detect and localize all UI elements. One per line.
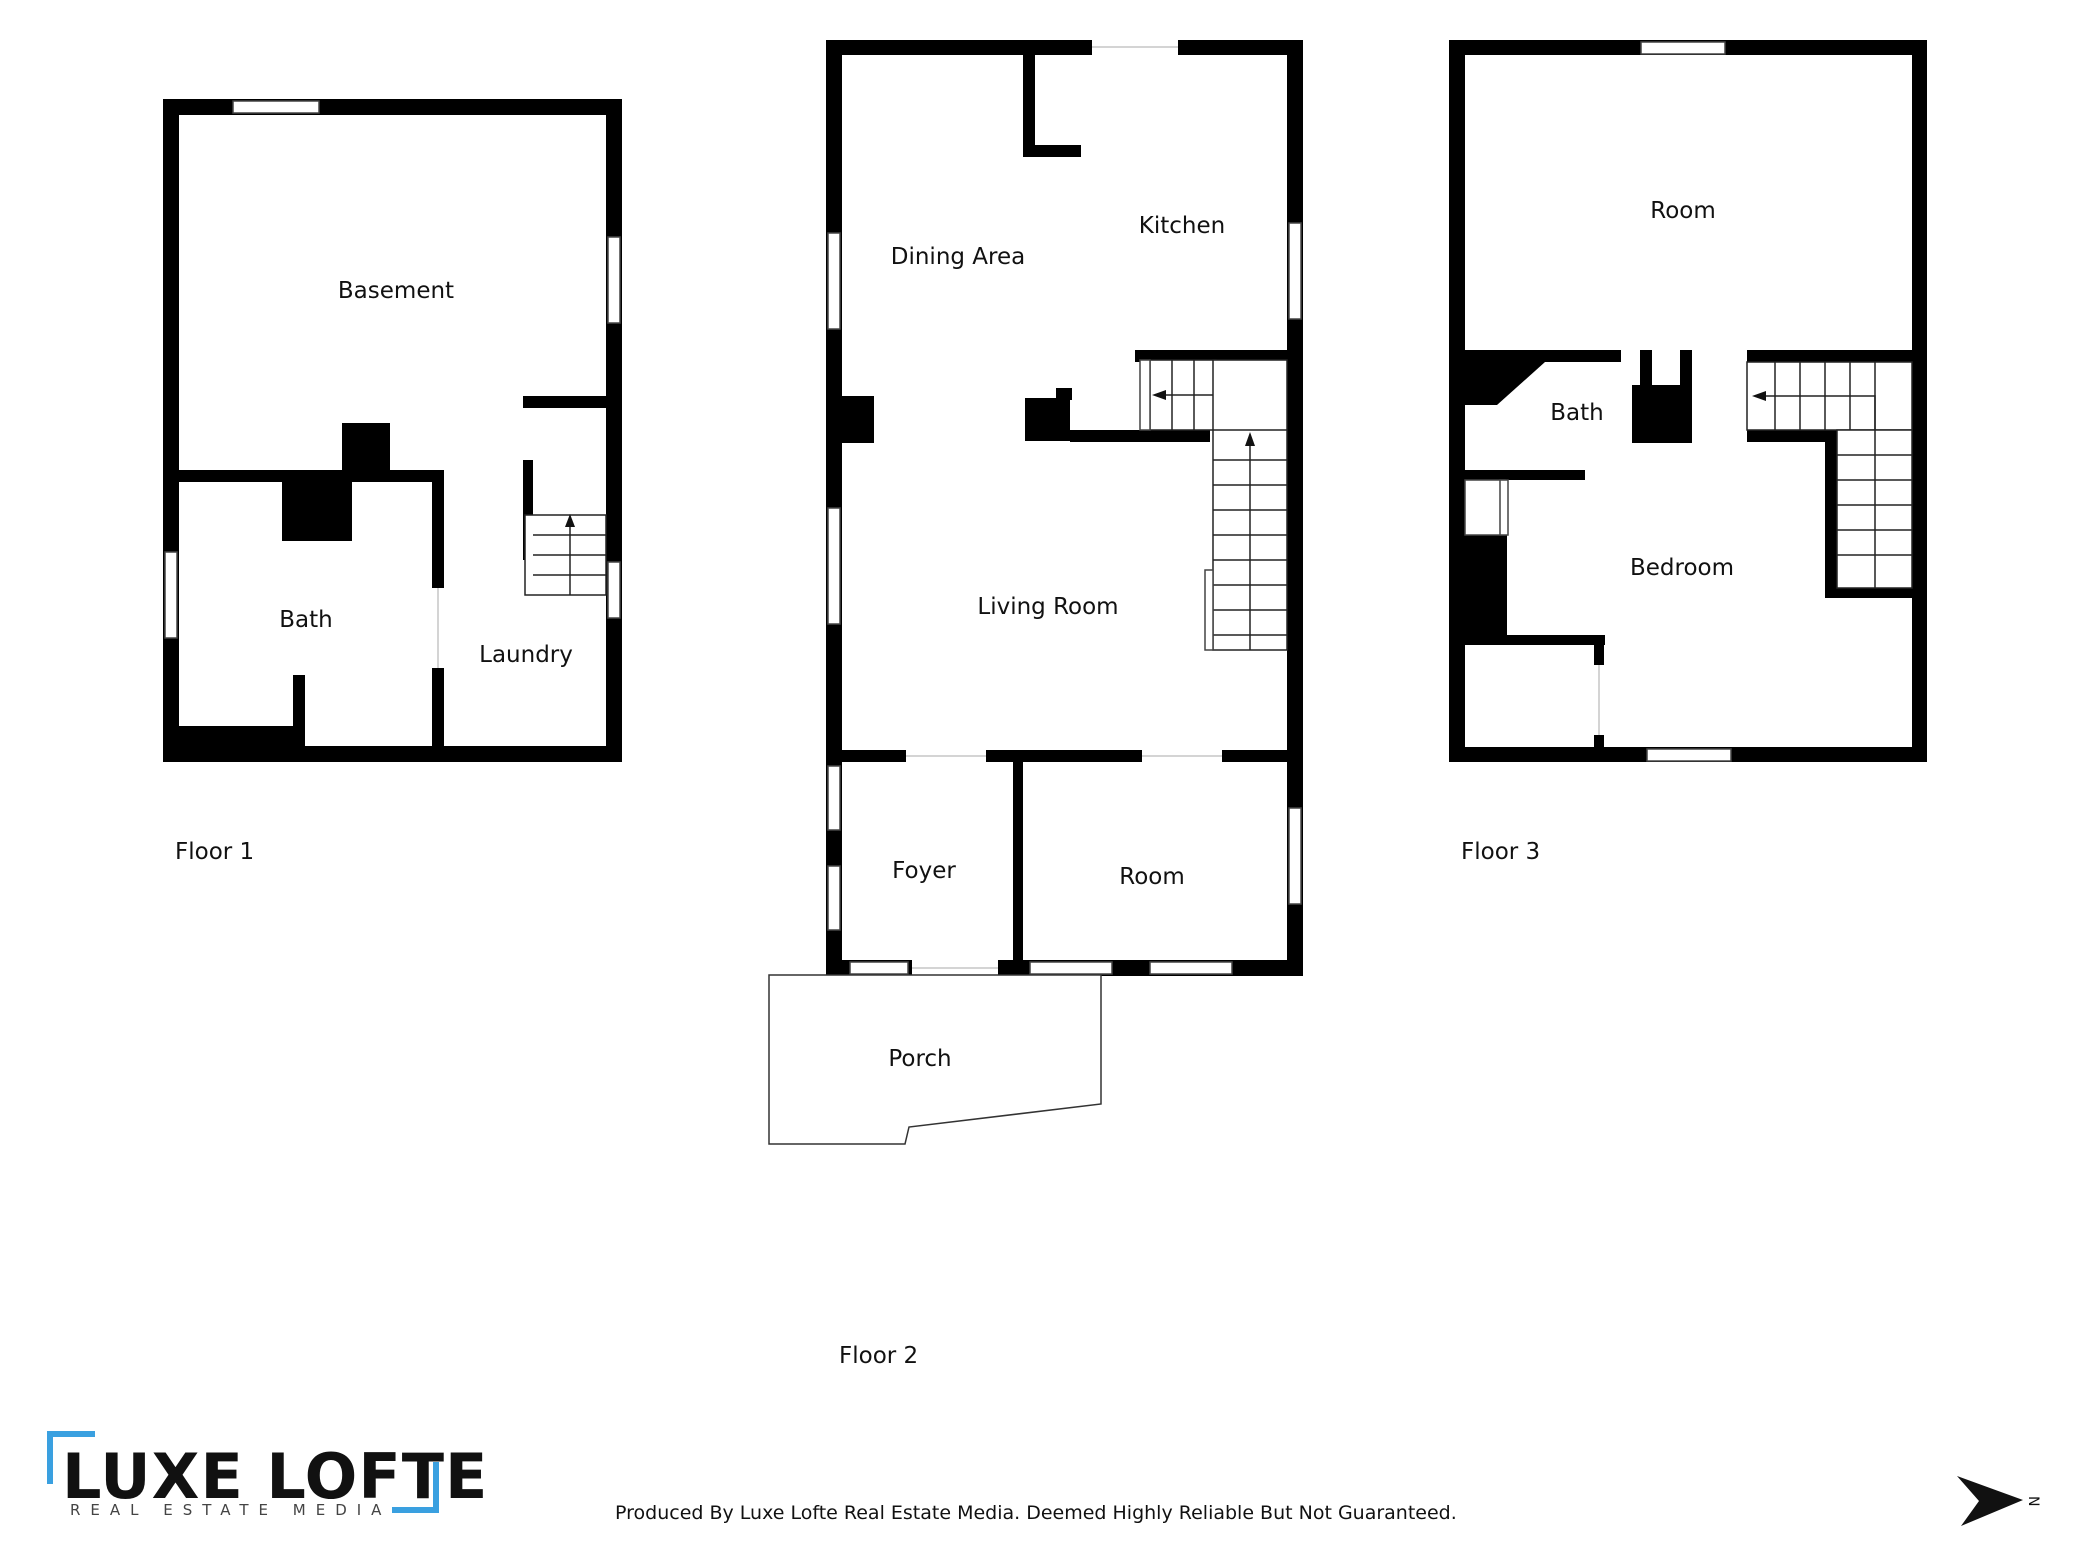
room-label-bath: Bath: [279, 607, 332, 633]
floor-3-plan: Room Bath Bedroom Floor 3: [1449, 40, 1927, 865]
north-arrow-icon: N: [1955, 1474, 2045, 1538]
room-label-foyer: Foyer: [892, 858, 956, 884]
floor-2-plan: Dining Area Kitchen Living Room Foyer Ro…: [768, 40, 1303, 1369]
room-label-bath-floor3: Bath: [1550, 400, 1603, 426]
porch-outline: [768, 974, 1102, 1145]
floor-3-stairs: [1746, 361, 1913, 589]
floor-1-plan: Basement Bath Laundry Floor 1: [163, 99, 622, 865]
room-label-kitchen: Kitchen: [1139, 213, 1225, 239]
room-label-porch: Porch: [888, 1046, 951, 1072]
brand-logo-frame: [47, 1431, 439, 1513]
brand-logo-name: LUXE LOFTE: [62, 1440, 489, 1513]
floor-label-2: Floor 2: [839, 1343, 918, 1369]
floor-1-stairs: [524, 514, 607, 596]
room-label-room: Room: [1119, 864, 1185, 890]
room-label-living-room: Living Room: [977, 594, 1118, 620]
floor-2-stairs: [1139, 359, 1288, 651]
floor-label-1: Floor 1: [175, 839, 254, 865]
disclaimer-text: Produced By Luxe Lofte Real Estate Media…: [615, 1502, 1457, 1524]
floor-label-3: Floor 3: [1461, 839, 1540, 865]
compass-direction-label: N: [2025, 1496, 2041, 1506]
room-label-laundry: Laundry: [479, 642, 573, 668]
room-label-bedroom: Bedroom: [1630, 555, 1734, 581]
brand-logo-tagline: REAL ESTATE MEDIA: [70, 1501, 392, 1519]
room-label-basement: Basement: [338, 278, 454, 304]
room-label-room-floor3: Room: [1650, 198, 1716, 224]
room-label-dining-area: Dining Area: [891, 244, 1026, 270]
